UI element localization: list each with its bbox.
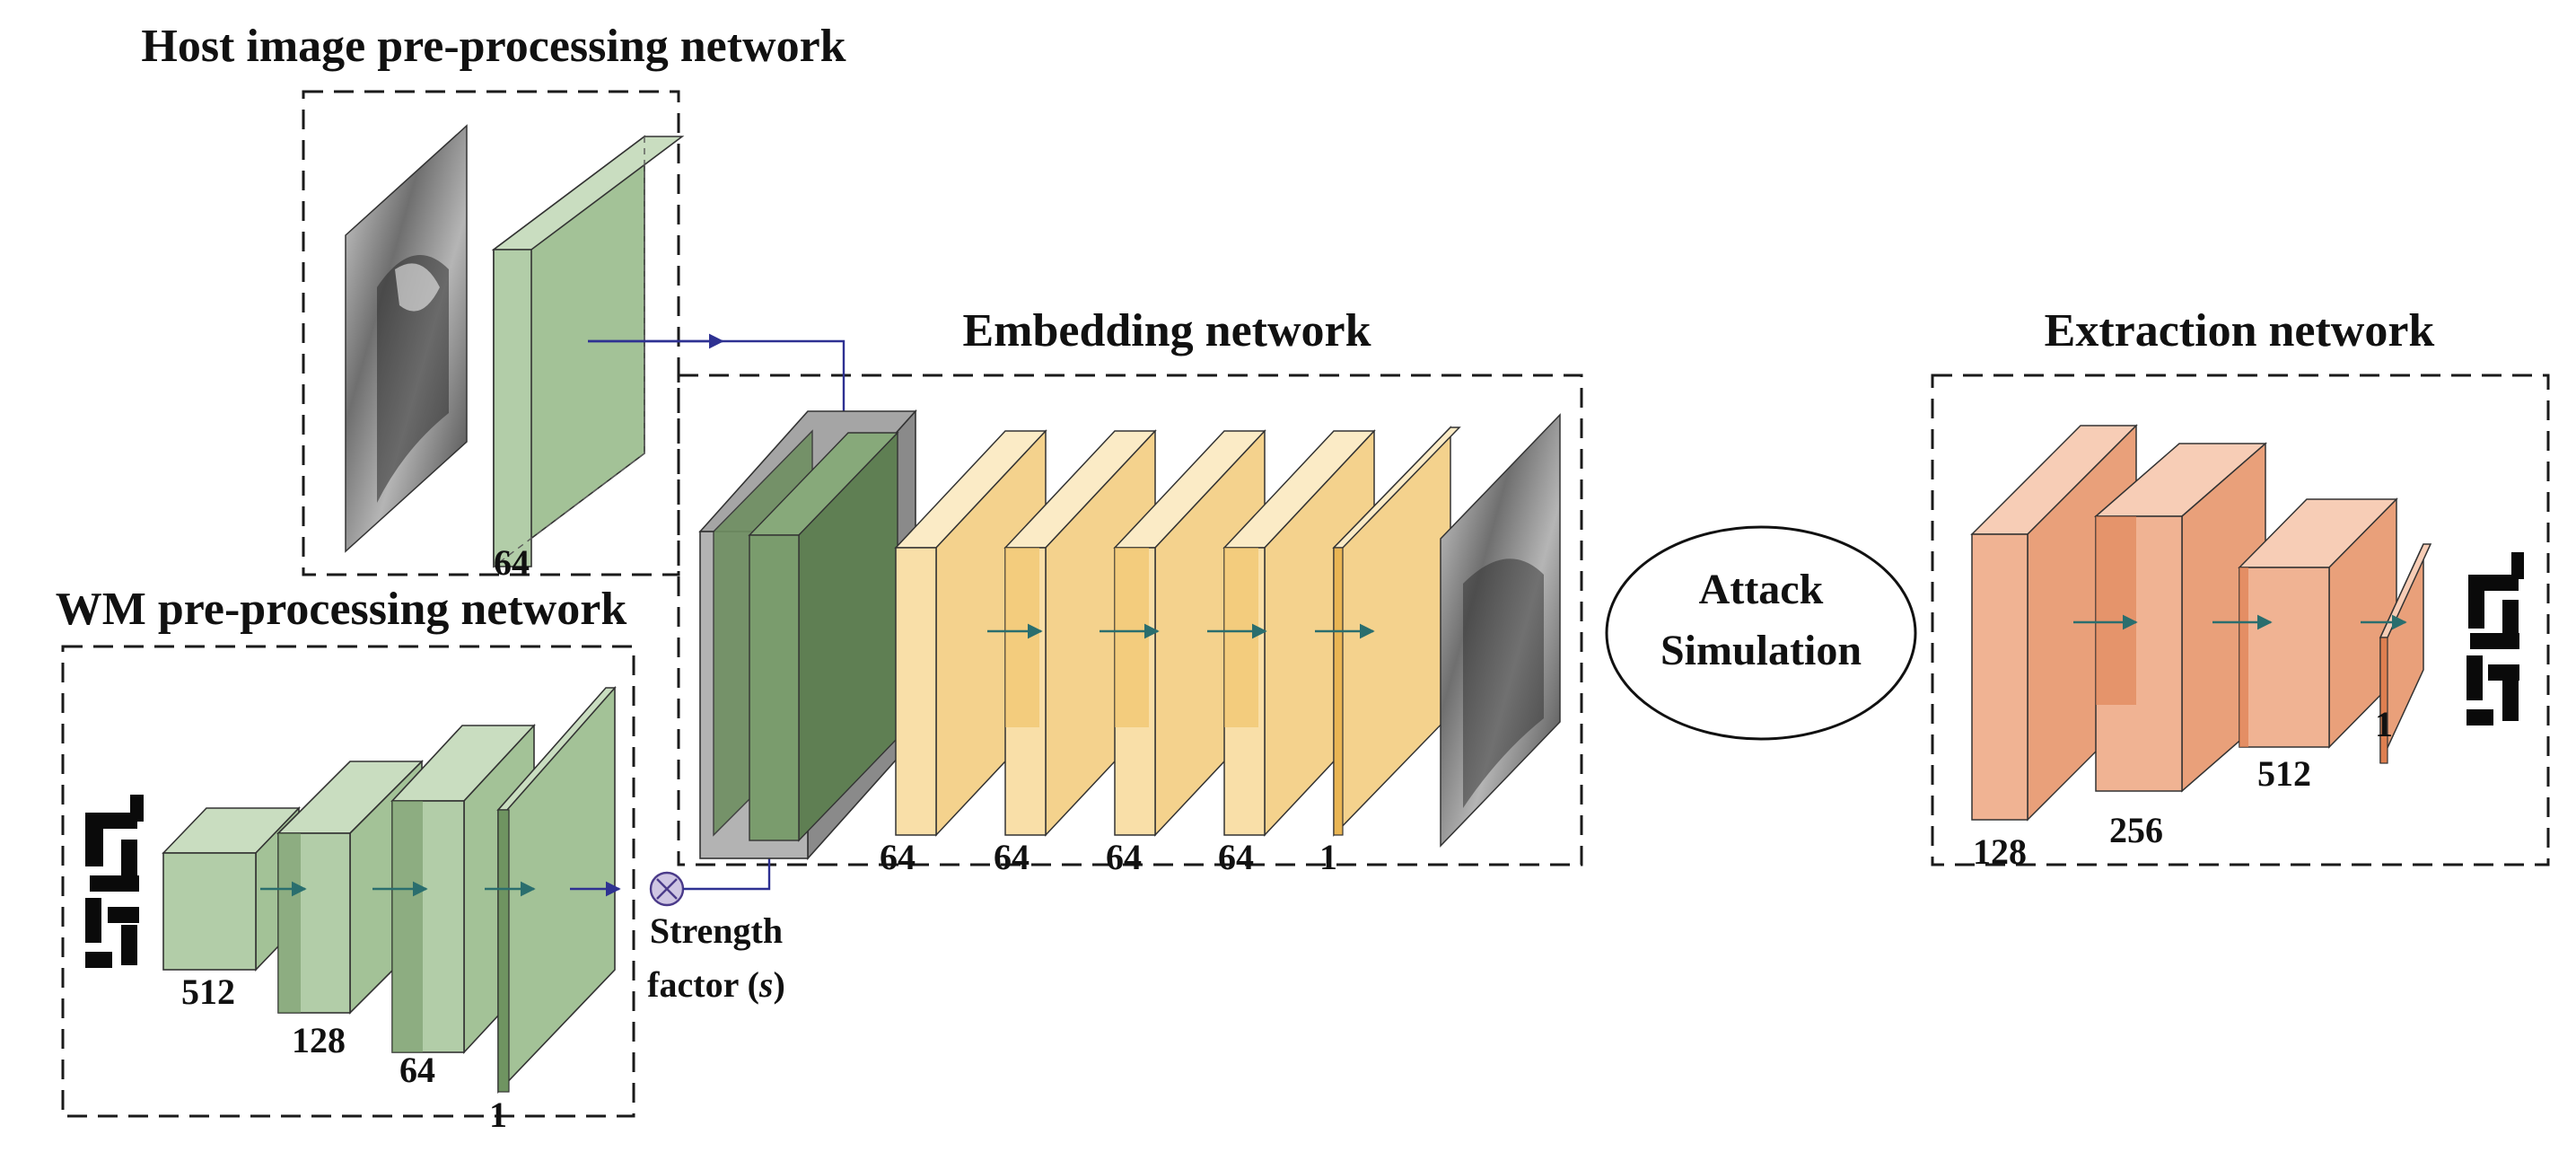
extraction-layer-label-3: 1 [2375,704,2393,744]
wm-layer-label-1: 128 [292,1020,346,1060]
host-layer-label-0: 64 [494,542,530,583]
watermark-pattern-icon [85,795,144,968]
host-image-photo [345,124,468,553]
embedding-network-title: Embedding network [962,305,1371,356]
embedding-layer-label-2: 64 [1106,837,1142,877]
wm-network-title: WM pre-processing network [56,584,627,635]
embedding-layer-5 [1332,426,1461,837]
attack-label-line2: Simulation [1660,627,1862,674]
host-network-frame [302,90,680,576]
extracted-watermark-icon [2466,552,2524,725]
wm-network-frame [61,645,635,1118]
extraction-layer-label-0: 128 [1973,831,2027,872]
wm-layer-label-0: 512 [181,972,235,1012]
embedding-layer-label-0: 64 [880,837,916,877]
attack-label-line1: Attack [1699,566,1824,613]
wm-layer-label-2: 64 [399,1050,435,1090]
extraction-layer-1 [2379,543,2432,764]
extraction-network-title: Extraction network [2045,305,2435,356]
embedding-layer-label-3: 64 [1218,837,1254,877]
strength-label-line2: factor (s) [647,964,785,1005]
extraction-layer-label-1: 256 [2109,810,2163,850]
extraction-network-frame [1931,374,2550,866]
embedding-network-frame [677,374,1583,866]
attack-simulation-node [1605,525,1917,741]
watermarked-image-photo [1440,413,1561,848]
strength-multiply-icon [649,871,685,907]
embedding-layer-label-1: 64 [994,837,1030,877]
embedding-layer-label-4: 1 [1319,837,1337,877]
strength-label-line1: Strength [650,910,783,951]
extraction-layer-label-2: 512 [2257,753,2311,794]
host-network-title: Host image pre-processing network [141,21,846,72]
embedding-concat-block [698,409,917,861]
embedding-layer-2 [1003,429,1157,837]
host-conv-layer [491,135,685,568]
wm-layer-label-3: 1 [489,1095,507,1135]
wm-layer-1 [496,686,617,1094]
